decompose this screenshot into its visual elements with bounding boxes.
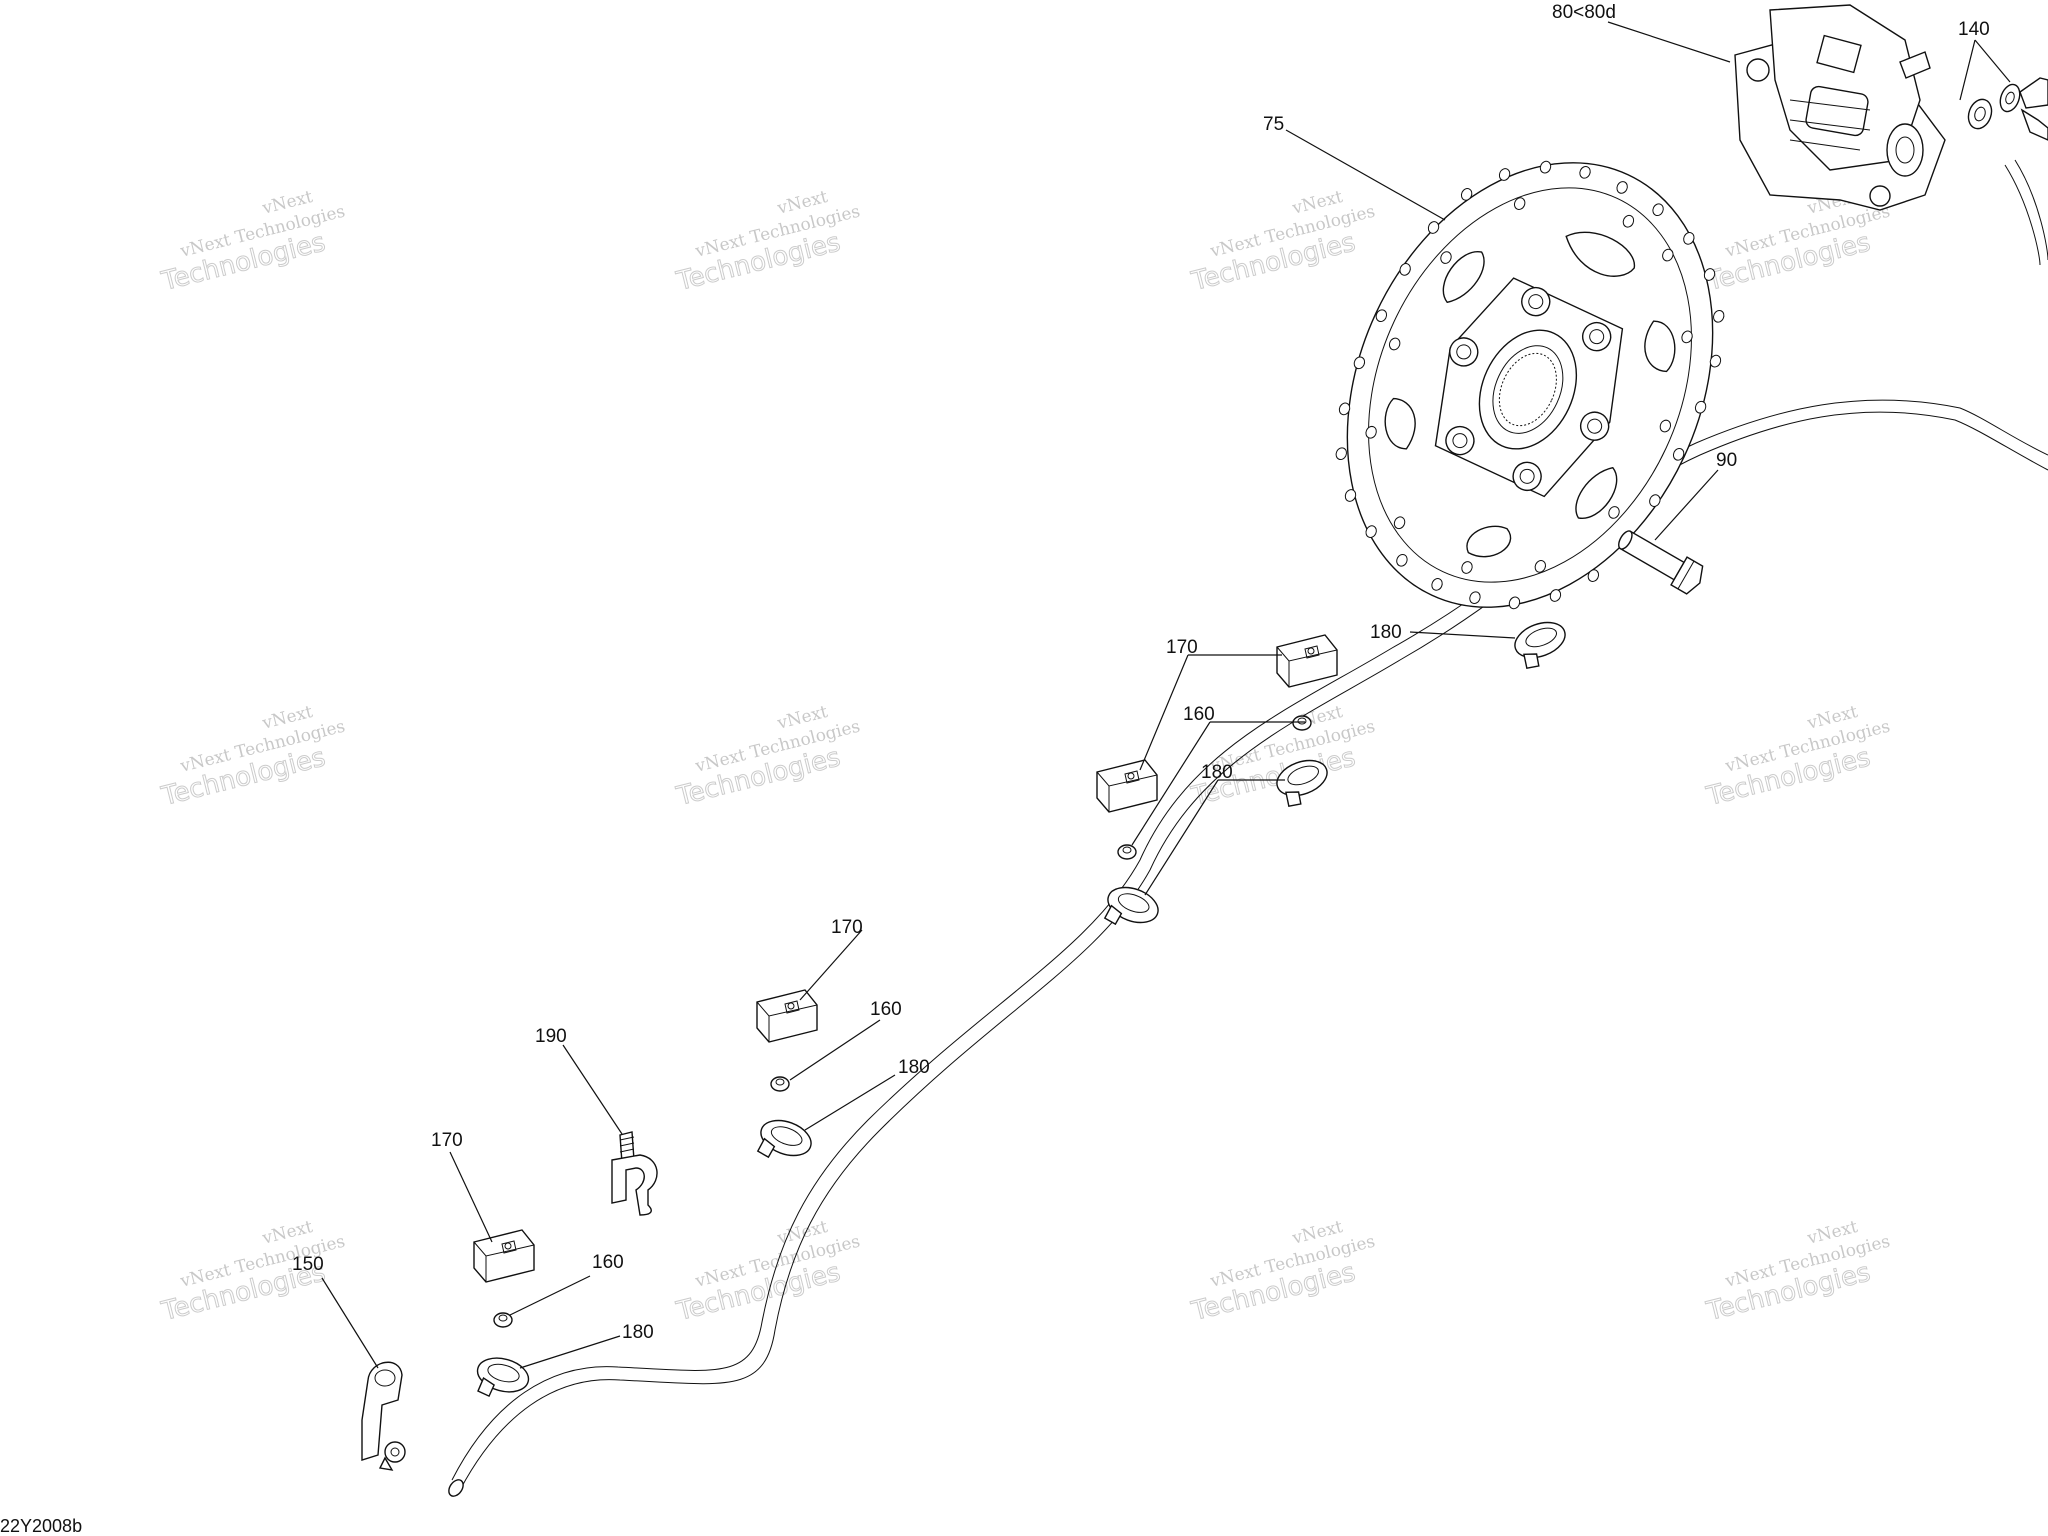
nut-160-mid <box>1117 844 1137 860</box>
callout-190: 190 <box>535 1026 567 1047</box>
brake-disc <box>1335 160 1725 610</box>
callout-180: 180 <box>1370 622 1402 643</box>
grommet-180-bottom <box>476 1357 530 1398</box>
callout-labels: 80<80d 140 75 90 180 170 160 180 170 160… <box>292 2 1990 1343</box>
callout-160: 160 <box>592 1252 624 1273</box>
watermark: vNext vNext Technologies Technologies <box>1703 702 1893 813</box>
bolt <box>1618 530 1704 595</box>
grommet-180-top <box>1514 621 1566 670</box>
callout-75: 75 <box>1263 114 1284 135</box>
drawing-code: 22Y2008b <box>0 1516 82 1536</box>
disc-hub <box>1434 277 1624 498</box>
callout-180: 180 <box>1201 762 1233 783</box>
clip-170-mid <box>1096 759 1158 813</box>
watermark: vNext vNext Technologies Technologies <box>673 702 863 813</box>
watermark: vNext vNext Technologies Technologies <box>158 187 348 298</box>
brake-line <box>448 159 2048 1497</box>
grommet-180-upper <box>1276 759 1328 808</box>
callout-180: 180 <box>622 1322 654 1343</box>
callout-80: 80<80d <box>1552 2 1616 23</box>
bracket-190 <box>611 1131 658 1216</box>
brake-caliper <box>1734 4 1946 211</box>
hub-bolts <box>1445 286 1612 492</box>
disc-slots <box>1384 231 1676 558</box>
clip-170-upper <box>1276 634 1338 688</box>
watermark: vNext vNext Technologies Technologies <box>158 702 348 813</box>
clip-170-bottom <box>473 1229 535 1283</box>
watermark: vNext vNext Technologies Technologies <box>1188 187 1378 298</box>
callout-90: 90 <box>1716 450 1737 471</box>
banjo-washers <box>1967 77 2048 141</box>
nut-160-upper <box>1292 715 1312 731</box>
clip-170-lower <box>756 989 818 1043</box>
nut-160-lower <box>770 1076 790 1092</box>
watermark: vNext vNext Technologies Technologies <box>673 1217 863 1328</box>
watermark: vNext vNext Technologies Technologies <box>1188 1217 1378 1328</box>
callout-150: 150 <box>292 1254 324 1275</box>
callout-180: 180 <box>898 1057 930 1078</box>
watermark: vNext vNext Technologies Technologies <box>673 187 863 298</box>
callout-170: 170 <box>831 917 863 938</box>
grommet-180-lower <box>756 1119 812 1159</box>
brake-line-end <box>448 1479 464 1497</box>
grommet-180-mid <box>1103 886 1159 926</box>
callout-160: 160 <box>1183 704 1215 725</box>
nut-160-bottom <box>493 1312 513 1328</box>
watermark: vNext vNext Technologies Technologies <box>1703 1217 1893 1328</box>
callout-160: 160 <box>870 999 902 1020</box>
callout-170: 170 <box>431 1130 463 1151</box>
callout-170: 170 <box>1166 637 1198 658</box>
clamp-150 <box>361 1361 406 1471</box>
callout-140: 140 <box>1958 19 1990 40</box>
leader-lines <box>321 21 2011 1369</box>
